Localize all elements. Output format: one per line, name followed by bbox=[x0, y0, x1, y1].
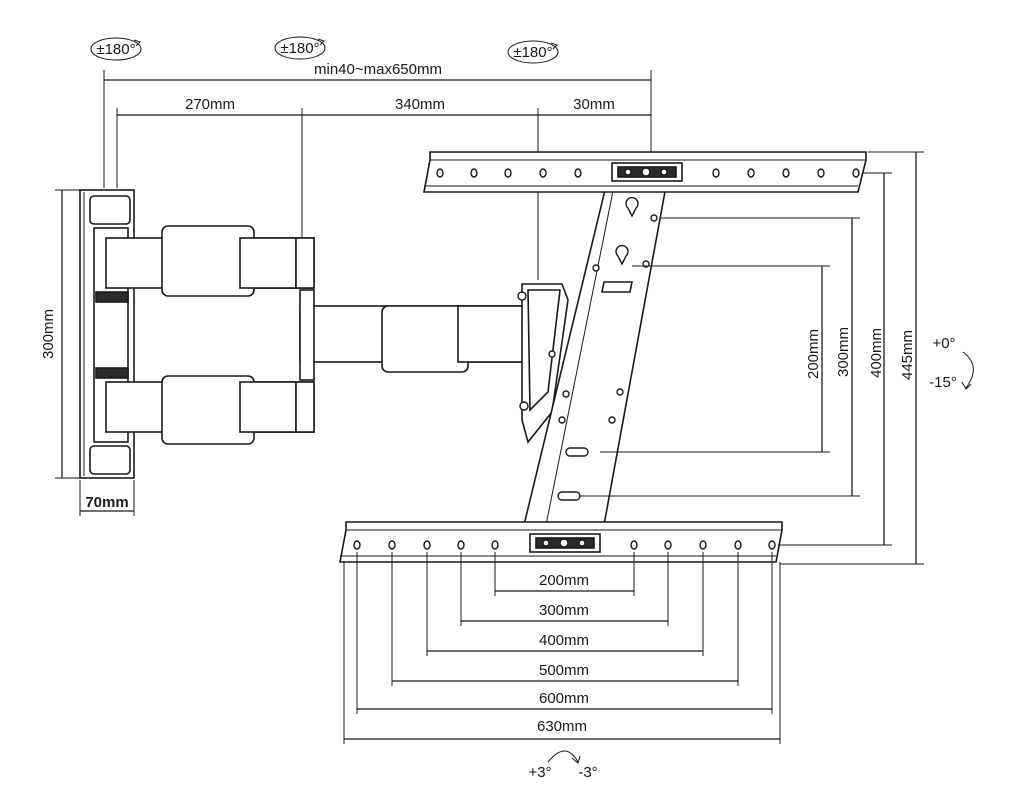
v200-label: 200mm bbox=[805, 329, 822, 379]
rotation-label-elbow: ±180° bbox=[280, 40, 319, 57]
swivel-left-label: +3° bbox=[528, 764, 551, 781]
top-rail bbox=[423, 151, 867, 193]
wallplate-depth-label: 70mm bbox=[85, 494, 128, 511]
tilt-down-label: -15° bbox=[929, 374, 957, 391]
extension-label: min40~max650mm bbox=[314, 61, 442, 78]
arm1-label: 270mm bbox=[185, 96, 235, 113]
h500-label: 500mm bbox=[539, 662, 589, 679]
vertical-bracket bbox=[522, 185, 667, 526]
h630-label: 630mm bbox=[537, 718, 587, 735]
h300-label: 300mm bbox=[539, 602, 589, 619]
tilt-head bbox=[517, 283, 569, 444]
wallplate-height-dimension: 300mm bbox=[40, 189, 80, 479]
h400-label: 400mm bbox=[539, 632, 589, 649]
rotation-badge-elbow: ±180° bbox=[274, 36, 326, 60]
tilt-up-label: +0° bbox=[932, 335, 955, 352]
forearm bbox=[299, 289, 533, 381]
upper-arm-top bbox=[105, 225, 315, 297]
swivel-indicator: +3° -3° bbox=[528, 750, 598, 781]
arm-segment-dimensions: 270mm 340mm 30mm bbox=[116, 96, 651, 280]
tilt-indicator: +0° -15° bbox=[929, 335, 974, 391]
rotation-badge-wall: ±180° bbox=[90, 37, 142, 61]
horizontal-vesa-dimensions: 200mm 300mm 400mm 500mm 600mm 630mm bbox=[343, 552, 781, 744]
upper-arm-bottom bbox=[105, 375, 315, 445]
extension-dimension: min40~max650mm bbox=[103, 61, 652, 188]
rotation-label-wall: ±180° bbox=[96, 41, 135, 58]
arm3-label: 30mm bbox=[573, 96, 615, 113]
arm2-label: 340mm bbox=[395, 96, 445, 113]
rotation-label-head: ±180° bbox=[513, 44, 552, 61]
wallplate-depth-dimension: 70mm bbox=[79, 480, 135, 516]
rotation-badge-head: ±180° bbox=[507, 40, 559, 64]
v445-label: 445mm bbox=[899, 330, 916, 380]
v300-label: 300mm bbox=[835, 327, 852, 377]
wall-plate bbox=[79, 189, 135, 479]
v400-label: 400mm bbox=[868, 328, 885, 378]
bottom-rail bbox=[339, 521, 783, 563]
h600-label: 600mm bbox=[539, 690, 589, 707]
swivel-right-label: -3° bbox=[578, 764, 597, 781]
vertical-vesa-dimensions: 200mm 300mm 400mm 445mm bbox=[580, 151, 924, 565]
wallplate-height-label: 300mm bbox=[40, 309, 57, 359]
h200-label: 200mm bbox=[539, 572, 589, 589]
